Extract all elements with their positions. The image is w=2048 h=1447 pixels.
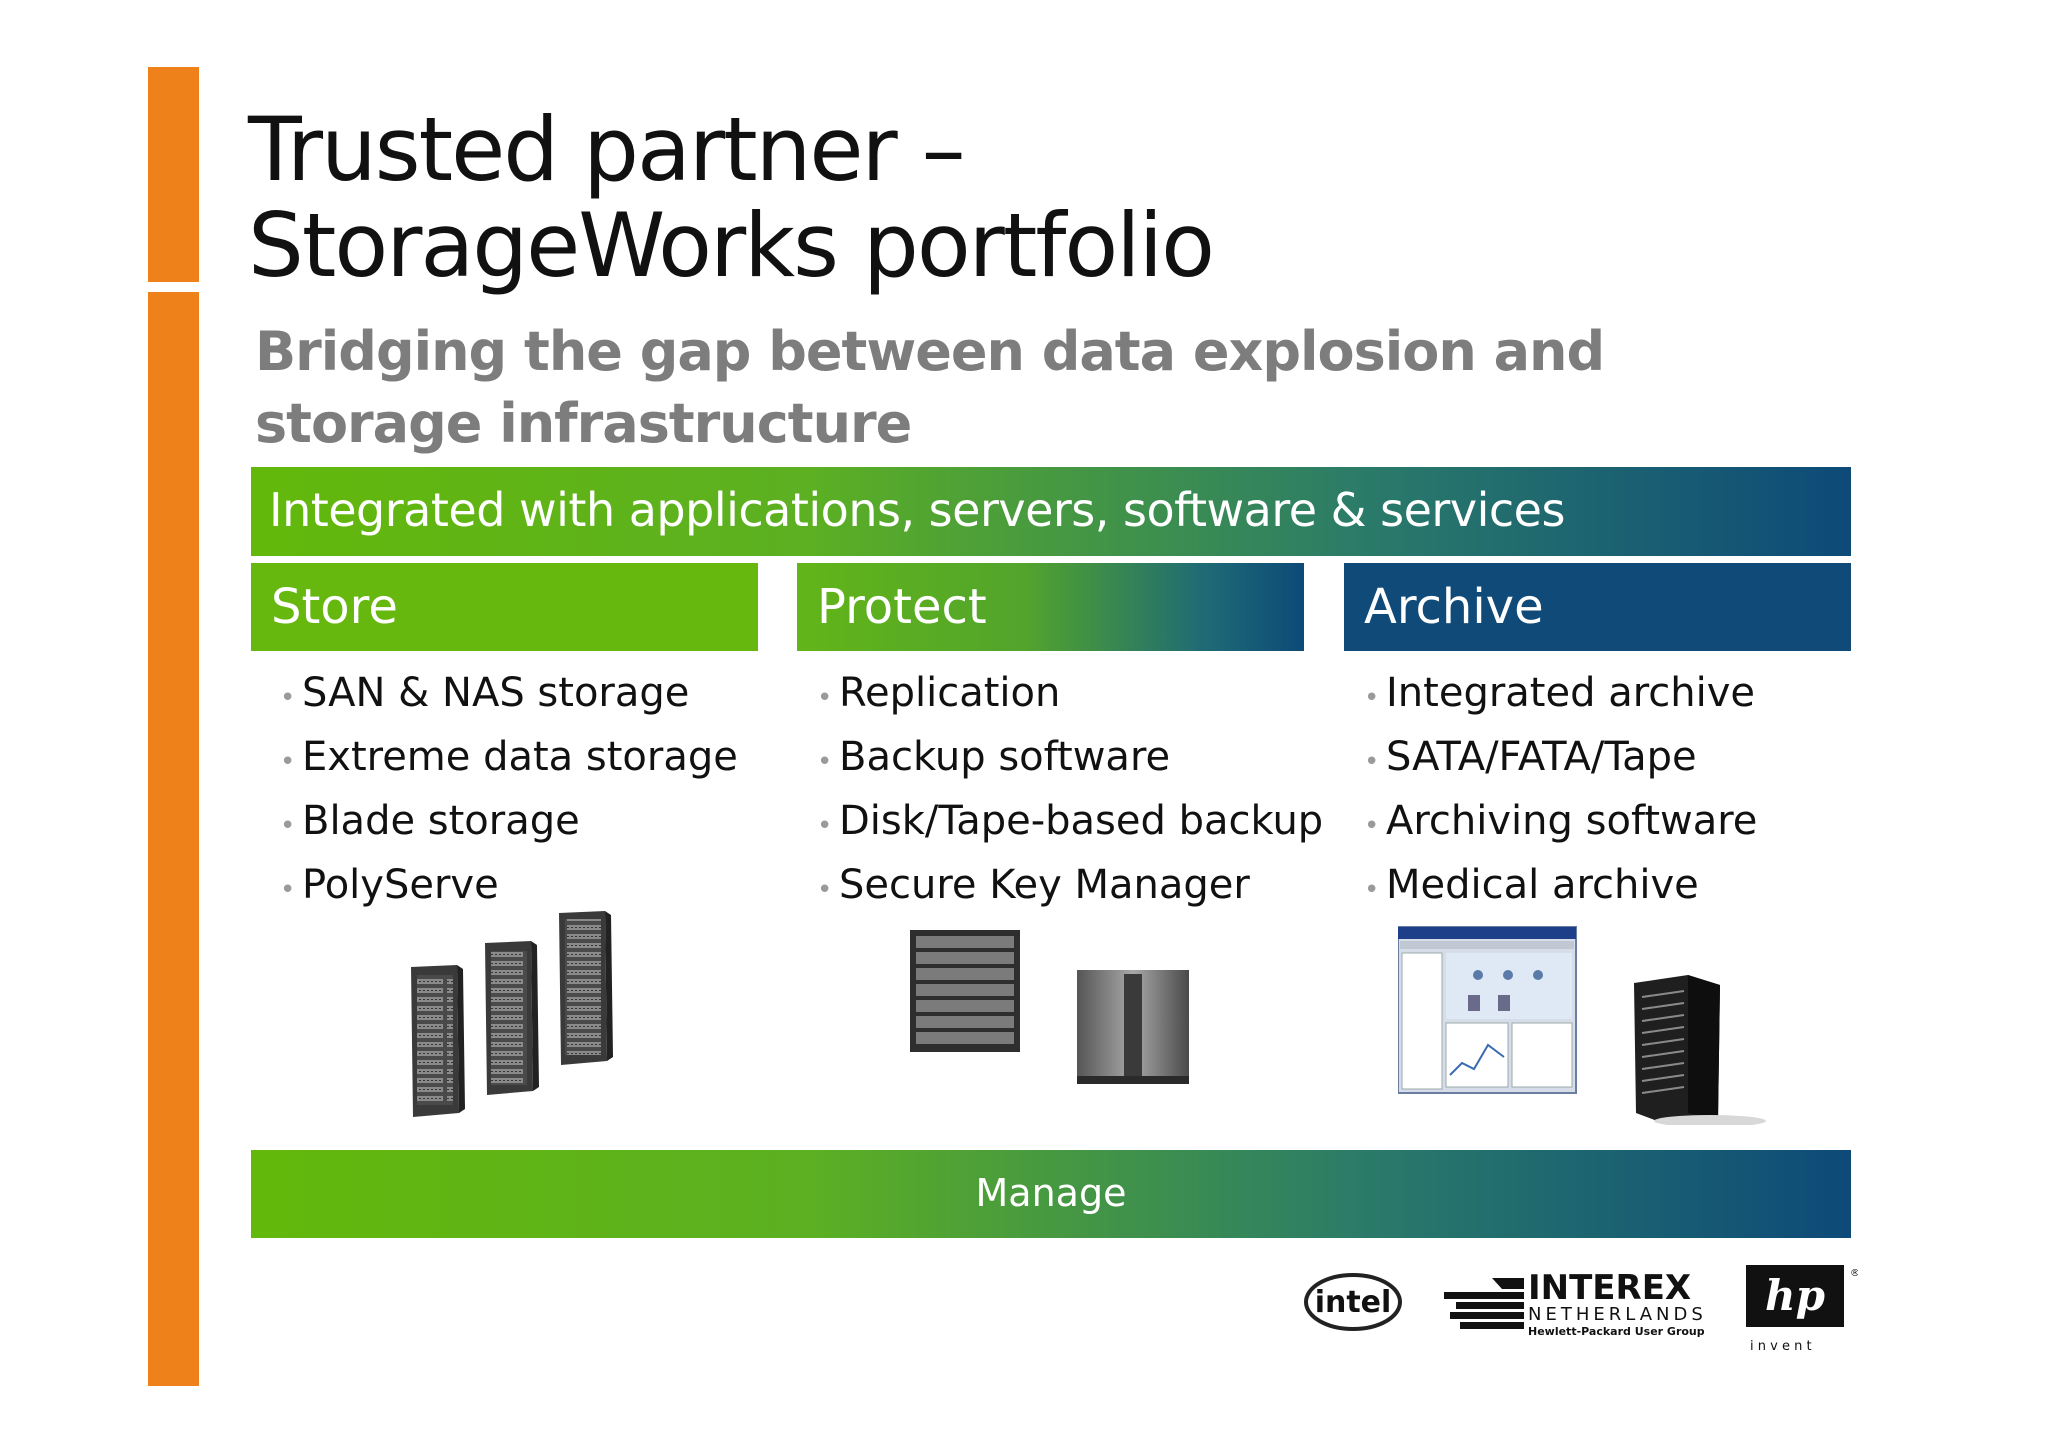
intel-logo-text: intel — [1315, 1285, 1392, 1320]
title-line-2: StorageWorks portfolio — [248, 194, 1215, 297]
list-item-text: Replication — [839, 670, 1061, 716]
list-item: •Blade storage — [280, 792, 738, 856]
integrated-banner-label: Integrated with applications, servers, s… — [269, 483, 1565, 537]
list-item-text: SAN & NAS storage — [302, 670, 690, 716]
accent-bar-bottom — [148, 292, 199, 1386]
list-item-text: PolyServe — [302, 862, 499, 908]
accent-bar-top — [148, 67, 199, 282]
hp-invent-logo: hp ® i n v e n t — [1746, 1265, 1858, 1354]
store-list: •SAN & NAS storage •Extreme data storage… — [280, 664, 738, 920]
list-item-text: SATA/FATA/Tape — [1386, 734, 1697, 780]
archive-header-label: Archive — [1364, 579, 1544, 635]
list-item-text: Disk/Tape-based backup — [839, 798, 1324, 844]
archive-list: •Integrated archive •SATA/FATA/Tape •Arc… — [1364, 664, 1757, 920]
bullet-icon: • — [817, 683, 833, 713]
interex-logo: INTEREX NETHERLANDS Hewlett-Packard User… — [1444, 1268, 1704, 1338]
intel-logo: intel — [1304, 1273, 1402, 1331]
protect-header-label: Protect — [817, 579, 987, 635]
list-item-text: Archiving software — [1386, 798, 1758, 844]
bullet-icon: • — [280, 811, 296, 841]
title-line-1: Trusted partner – — [248, 98, 966, 201]
protect-header: Protect — [797, 563, 1304, 651]
interex-name: INTEREX — [1528, 1268, 1691, 1308]
bullet-icon: • — [817, 811, 833, 841]
list-item-text: Medical archive — [1386, 862, 1699, 908]
list-item: •PolyServe — [280, 856, 738, 920]
list-item: •Disk/Tape-based backup — [817, 792, 1323, 856]
list-item-text: Integrated archive — [1386, 670, 1756, 716]
store-header: Store — [251, 563, 758, 651]
interex-tagline: Hewlett-Packard User Group — [1528, 1325, 1704, 1338]
list-item-text: Blade storage — [302, 798, 580, 844]
list-item: •Extreme data storage — [280, 728, 738, 792]
bullet-icon: • — [1364, 683, 1380, 713]
bullet-icon: • — [1364, 875, 1380, 905]
bullet-icon: • — [1364, 747, 1380, 777]
subtitle-line-1: Bridging the gap between data explosion … — [255, 320, 1605, 383]
manage-banner: Manage — [251, 1150, 1851, 1238]
backup-devices-image — [910, 930, 1189, 1084]
archive-header: Archive — [1344, 563, 1851, 651]
list-item: •Integrated archive — [1364, 664, 1757, 728]
storage-racks-image — [411, 911, 613, 1117]
bullet-icon: • — [817, 875, 833, 905]
list-item-text: Backup software — [839, 734, 1171, 780]
hp-logo-mark: hp — [1765, 1271, 1825, 1320]
manage-banner-label: Manage — [975, 1171, 1127, 1215]
list-item: •Secure Key Manager — [817, 856, 1323, 920]
list-item: •Replication — [817, 664, 1323, 728]
list-item-text: Secure Key Manager — [839, 862, 1250, 908]
archive-products-image — [1398, 926, 1766, 1125]
protect-list: •Replication •Backup software •Disk/Tape… — [817, 664, 1323, 920]
bullet-icon: • — [280, 747, 296, 777]
integrated-banner: Integrated with applications, servers, s… — [251, 467, 1851, 556]
store-header-label: Store — [271, 579, 398, 635]
bullet-icon: • — [1364, 811, 1380, 841]
bullet-icon: • — [280, 683, 296, 713]
slide-title: Trusted partner – StorageWorks portfolio — [248, 98, 1215, 297]
registered-mark: ® — [1850, 1268, 1858, 1279]
list-item: •Medical archive — [1364, 856, 1757, 920]
list-item: •Backup software — [817, 728, 1323, 792]
list-item-text: Extreme data storage — [302, 734, 738, 780]
list-item: •Archiving software — [1364, 792, 1757, 856]
list-item: •SATA/FATA/Tape — [1364, 728, 1757, 792]
hp-invent-tagline: i n v e n t — [1750, 1339, 1812, 1354]
list-item: •SAN & NAS storage — [280, 664, 738, 728]
bullet-icon: • — [817, 747, 833, 777]
interex-subtitle: NETHERLANDS — [1528, 1304, 1704, 1325]
subtitle-line-2: storage infrastructure — [255, 392, 912, 455]
bullet-icon: • — [280, 875, 296, 905]
slide-subtitle: Bridging the gap between data explosion … — [255, 316, 1605, 460]
